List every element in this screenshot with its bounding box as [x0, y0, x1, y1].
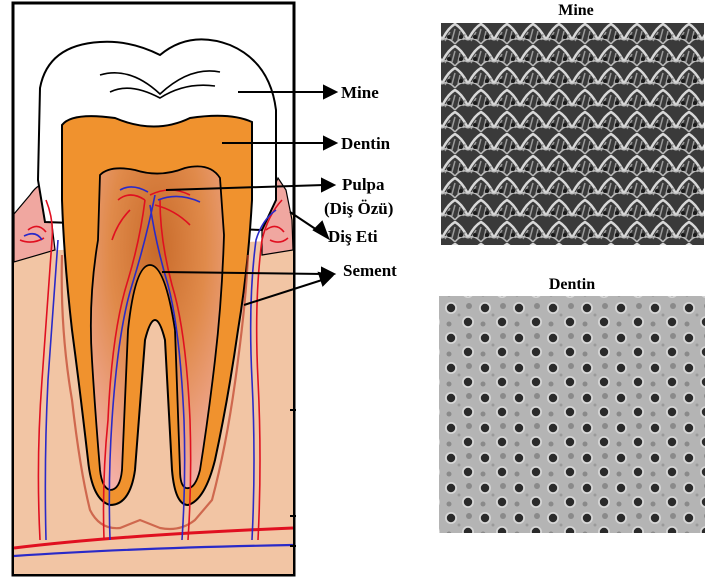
label-dis-ozu: (Diş Özü) — [324, 199, 393, 218]
label-sement: Sement — [343, 261, 397, 280]
mine-micrograph-title: Mine — [541, 2, 611, 20]
label-dentin: Dentin — [341, 134, 391, 153]
dentin-micrograph-title: Dentin — [532, 276, 612, 294]
label-mine: Mine — [341, 83, 379, 102]
label-pulpa: Pulpa — [342, 175, 385, 194]
label-dis-eti: Diş Eti — [328, 227, 378, 246]
enamel-micrograph — [441, 23, 704, 245]
dentin-micrograph — [439, 296, 705, 533]
